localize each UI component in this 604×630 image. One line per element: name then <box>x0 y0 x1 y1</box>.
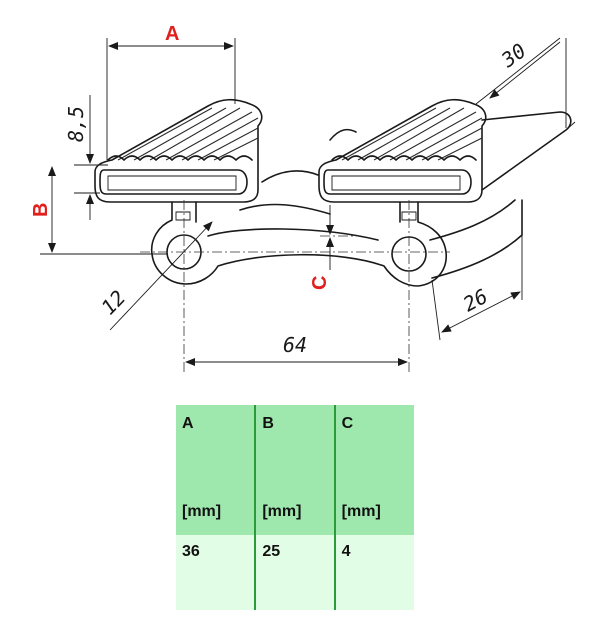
right-plate <box>318 98 572 203</box>
value-a: 36 <box>176 535 257 610</box>
header-c: C <box>341 415 354 432</box>
label-b: B <box>30 203 52 217</box>
dimension-table: A [mm] B [mm] C [mm] 36 25 4 <box>176 405 414 610</box>
hinge-link <box>150 201 447 287</box>
unit-c: [mm] <box>341 503 381 520</box>
dim-thickness-text: 8,5 <box>64 106 88 142</box>
header-b: B <box>262 415 274 432</box>
value-c: 4 <box>334 535 414 610</box>
link-back-body <box>239 128 523 279</box>
left-plate <box>94 98 263 203</box>
dim-pitch-text: 64 <box>283 333 307 357</box>
dimension-pitch: 64 <box>185 333 408 366</box>
dim-depth-text: 26 <box>459 284 492 317</box>
header-cell-b: B [mm] <box>255 405 336 535</box>
label-c: C <box>309 276 331 290</box>
dimension-a: A <box>106 23 236 160</box>
dim-width-text: 30 <box>496 38 530 72</box>
header-cell-a: A [mm] <box>176 405 257 535</box>
header-a: A <box>182 415 194 432</box>
unit-a: [mm] <box>182 503 222 520</box>
technical-drawing: A 8,5 B 30 26 12 C <box>30 23 576 372</box>
dimension-thickness: 8,5 <box>64 95 108 220</box>
table-header-row: A [mm] B [mm] C [mm] <box>176 405 414 535</box>
dimension-b: B <box>30 166 168 255</box>
table-row: 36 25 4 <box>176 535 414 610</box>
value-b: 25 <box>255 535 336 610</box>
header-cell-c: C [mm] <box>334 405 414 535</box>
center-lines <box>140 200 450 372</box>
unit-b: [mm] <box>262 503 302 520</box>
label-a: A <box>165 23 179 45</box>
dimension-c: C <box>309 205 334 290</box>
